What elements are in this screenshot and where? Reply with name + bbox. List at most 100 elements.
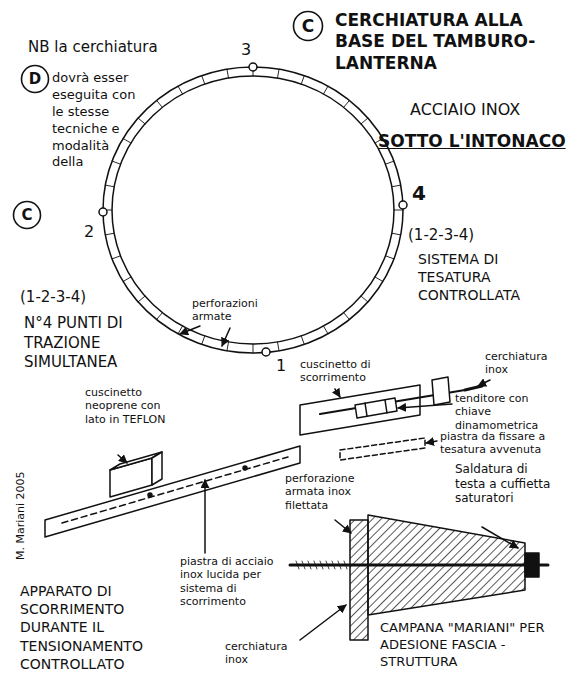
ring-tick <box>227 342 229 351</box>
traction-point <box>99 208 107 216</box>
thread-mark <box>338 561 341 569</box>
circled-letter: C <box>292 10 324 42</box>
callout-number: 4 <box>412 180 426 206</box>
end-plate <box>432 377 450 405</box>
ring-inner <box>112 76 394 344</box>
traction-point <box>399 201 407 209</box>
ring-tick <box>202 76 205 84</box>
turnbuckle <box>355 398 397 418</box>
part-label: cerchiatura inox <box>225 640 300 667</box>
dashed-edge <box>62 457 288 523</box>
ring-tick <box>157 100 163 107</box>
ring-tick <box>112 256 120 259</box>
turnbuckle <box>365 403 367 416</box>
thread-mark <box>302 561 305 569</box>
leader-line <box>478 380 490 386</box>
note: NB la cerchiatura <box>28 38 158 58</box>
ring-tick <box>324 326 329 334</box>
thread-mark <box>344 561 347 569</box>
ring-tick <box>178 86 183 94</box>
thread-mark <box>326 561 329 569</box>
traction-point <box>262 348 270 356</box>
ring-tick <box>138 296 145 302</box>
part-label: piastra di acciaio inox lucida per siste… <box>180 555 275 609</box>
title: CERCHIATURA ALLA BASE DEL TAMBURO-LANTER… <box>335 10 540 74</box>
ring-tick <box>202 336 205 344</box>
ring-tick <box>123 139 131 144</box>
steel-plate <box>45 446 300 537</box>
thread-mark <box>296 561 299 569</box>
system-label: N°4 PUNTI DI TRAZIONE SIMULTANEA <box>24 314 154 373</box>
ring-tick <box>301 336 304 344</box>
ring-tick <box>138 118 145 124</box>
turnbuckle <box>385 400 387 413</box>
weld-head <box>525 553 539 577</box>
steel-hoop <box>465 386 482 390</box>
part-label: cuscinetto neoprene con lato in TEFLON <box>85 386 167 426</box>
part-label: Saldatura di testa a cuffietta saturator… <box>455 462 555 506</box>
point-list: (1-2-3-4) <box>20 288 86 308</box>
leader-line <box>204 480 206 553</box>
ring-tick <box>385 161 393 164</box>
ring-tick <box>277 69 279 78</box>
ring-outer <box>103 67 403 353</box>
spec-note: SOTTO L'INTONACO <box>378 130 566 152</box>
traction-point <box>249 63 257 71</box>
thread-mark <box>314 561 317 569</box>
callout-number: 2 <box>84 222 94 243</box>
point-list: (1-2-3-4) <box>408 226 474 246</box>
ring-tick <box>112 161 120 164</box>
ring-tick <box>105 233 114 235</box>
sliding-bearing <box>300 385 420 435</box>
ring-tick <box>361 296 368 302</box>
circled-letter: C <box>12 200 42 230</box>
hole <box>243 466 247 470</box>
leader-line <box>482 527 518 548</box>
part-label: perforazioni armate <box>192 297 272 324</box>
thread-mark <box>320 561 323 569</box>
leader-line <box>222 328 230 346</box>
note: dovrà esser eseguita con le stesse tecni… <box>52 70 142 171</box>
ring-tick <box>123 277 131 282</box>
threaded-rod <box>290 564 548 567</box>
ring-tick <box>277 342 279 351</box>
part-label: cerchiatura inox <box>485 350 565 377</box>
leader-line <box>335 389 340 397</box>
part-label: tenditore con chiave dinamometrica <box>455 392 567 432</box>
detail-title: CAMPANA "MARIANI" PER ADESIONE FASCIA - … <box>380 620 565 671</box>
thread-mark <box>332 561 335 569</box>
detail-title: APPARATO DI SCORRIMENTO DURANTE IL TENSI… <box>20 582 160 673</box>
wall-section <box>350 520 368 640</box>
ring-tick <box>392 233 401 235</box>
part-label: cuscinetto di scorrimento <box>300 358 395 385</box>
node-letter: D <box>20 70 50 88</box>
leader-line <box>335 520 351 533</box>
thread-mark <box>308 561 311 569</box>
ring-tick <box>157 313 163 320</box>
leader-line <box>118 455 127 463</box>
ring-tick <box>344 100 350 107</box>
leader-line <box>300 605 346 640</box>
ring-tick <box>324 86 329 94</box>
ring-tick <box>394 210 403 211</box>
fixing-plate <box>340 438 425 460</box>
callout-number: 1 <box>276 356 286 377</box>
ring-tick <box>344 313 350 320</box>
neoprene-pad <box>152 452 162 485</box>
ring-tick <box>301 76 304 84</box>
ring-tick <box>105 185 114 187</box>
circled-letter: D <box>20 64 50 94</box>
leader-line <box>398 404 452 408</box>
callout-number: 3 <box>241 40 251 61</box>
ring-tick <box>361 118 368 124</box>
signature: M. Mariani 2005 <box>14 471 27 560</box>
spec-note: ACCIAIO INOX <box>410 100 520 121</box>
ring-tick <box>227 69 229 78</box>
leader-line <box>426 441 437 443</box>
ring-tick <box>392 185 401 187</box>
ring-tick <box>253 344 254 353</box>
ring-tick <box>385 256 393 259</box>
part-label: perforazione armata inox filettata <box>285 472 373 512</box>
ring-tick <box>375 277 383 282</box>
part-label: piastra da fissare a tesatura avvenuta <box>440 430 568 457</box>
